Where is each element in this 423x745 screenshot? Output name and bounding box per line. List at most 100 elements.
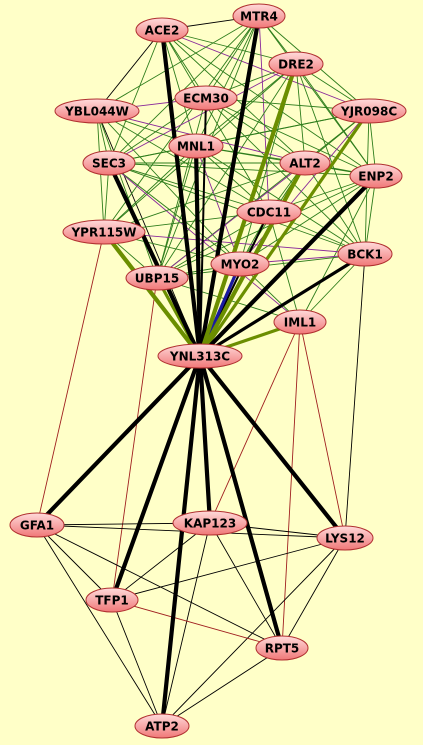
edge-ubp15-tfp1 [111,277,158,601]
node-atp2[interactable]: ATP2 [134,713,190,739]
node-ellipse[interactable] [268,51,324,77]
edge-gfa1-rpt5 [36,524,283,649]
edge-dre2-enp2 [295,63,377,177]
edge-kap123-atp2 [161,522,211,727]
node-sec3[interactable]: SEC3 [82,150,136,176]
node-ellipse[interactable] [172,510,248,536]
node-ellipse[interactable] [273,309,327,335]
edge-dre2-ubp15 [156,63,297,279]
edge-enp2-myo2 [239,175,377,265]
edge-enp2-bck1 [364,175,377,255]
edge-mtr4-ecm30 [205,15,260,99]
node-label: IML1 [284,316,316,330]
node-ubp15[interactable]: UBP15 [125,265,189,291]
edge-iml1-lys12 [299,321,346,539]
node-ellipse[interactable] [349,163,403,189]
node-ecm30[interactable]: ECM30 [174,85,238,111]
edge-tfp1-rpt5 [111,599,283,649]
edge-ynl313c-ypr115w [101,229,203,359]
node-ellipse[interactable] [174,85,238,111]
node-label: MYO2 [221,258,260,272]
edge-ynl313c-rpt5 [197,353,285,651]
node-label: DRE2 [278,58,314,72]
node-ynl313c[interactable]: YNL313C [157,343,243,369]
node-ellipse[interactable] [210,251,270,277]
node-alt2[interactable]: ALT2 [279,150,331,176]
edge-lys12-rpt5 [281,537,346,649]
node-yjr098c[interactable]: YJR098C [331,98,407,124]
node-ellipse[interactable] [125,265,189,291]
edge-ynl313c-atp2 [159,353,203,729]
node-cdc11[interactable]: CDC11 [236,199,302,225]
node-ellipse[interactable] [62,219,146,245]
edge-ypr115w-bck1 [103,231,366,255]
edge-ynl313c-bck1 [198,252,367,358]
edge-yjr098c-myo2 [239,110,370,265]
edge-ybl044w-myo2 [96,110,241,265]
node-iml1[interactable]: IML1 [273,309,327,335]
node-enp2[interactable]: ENP2 [349,163,403,189]
edge-kap123-tfp1 [111,522,211,601]
edge-layer [34,13,379,729]
edge-ecm30-alt2 [205,97,306,164]
edge-mnl1-bck1 [195,145,366,255]
edge-gfa1-atp2 [36,524,163,727]
node-bck1[interactable]: BCK1 [337,241,393,267]
edge-ybl044w-cdc11 [96,110,270,213]
edge-alt2-ubp15 [156,162,306,279]
edge-ypr115w-gfa1 [36,231,105,526]
edge-ace2-ybl044w [96,29,163,112]
node-ellipse[interactable] [316,525,374,551]
node-label: RPT5 [265,642,300,656]
node-ellipse[interactable] [337,241,393,267]
node-label: ALT2 [289,157,320,171]
node-ace2[interactable]: ACE2 [135,17,189,43]
node-ypr115w[interactable]: YPR115W [62,219,146,245]
node-label: YBL044W [64,105,129,119]
edge-dre2-mnl1 [195,63,297,147]
node-label: KAP123 [184,517,236,531]
node-ellipse[interactable] [236,199,302,225]
edge-sec3-iml1 [108,162,301,323]
node-gfa1[interactable]: GFA1 [9,512,65,538]
node-mtr4[interactable]: MTR4 [232,3,286,29]
node-ellipse[interactable] [255,635,309,661]
node-ellipse[interactable] [157,343,243,369]
node-dre2[interactable]: DRE2 [268,51,324,77]
edge-sec3-cdc11 [108,162,270,213]
node-ellipse[interactable] [134,713,190,739]
node-ellipse[interactable] [82,150,136,176]
node-kap123[interactable]: KAP123 [172,510,248,536]
edge-enp2-iml1 [299,175,377,323]
node-ellipse[interactable] [85,587,139,613]
node-mnl1[interactable]: MNL1 [168,133,224,159]
node-label: BCK1 [347,248,383,262]
edge-ynl313c-mnl1 [193,143,203,359]
edge-ynl313c-kap123 [197,353,213,526]
edge-ecm30-enp2 [205,97,377,177]
node-ellipse[interactable] [54,98,140,124]
node-ellipse[interactable] [331,98,407,124]
node-label: MTR4 [240,10,278,24]
edge-mnl1-ubp15 [156,145,197,279]
edge-ecm30-sec3 [108,97,207,164]
node-myo2[interactable]: MYO2 [210,251,270,277]
edge-mnl1-ypr115w [103,145,197,233]
node-ellipse[interactable] [135,17,189,43]
node-ellipse[interactable] [168,133,224,159]
edge-mtr4-ypr115w [103,15,260,233]
node-lys12[interactable]: LYS12 [316,525,374,551]
node-tfp1[interactable]: TFP1 [85,587,139,613]
edge-kap123-rpt5 [209,522,283,649]
edge-dre2-alt2 [295,63,306,164]
node-label: ATP2 [145,720,179,734]
node-ellipse[interactable] [279,150,331,176]
edge-bck1-lys12 [344,253,366,539]
node-rpt5[interactable]: RPT5 [255,635,309,661]
node-ellipse[interactable] [9,512,65,538]
edge-ynl313c-lys12 [197,353,348,541]
node-ybl044w[interactable]: YBL044W [54,98,140,124]
node-ellipse[interactable] [232,3,286,29]
edge-mtr4-mnl1 [195,15,260,147]
